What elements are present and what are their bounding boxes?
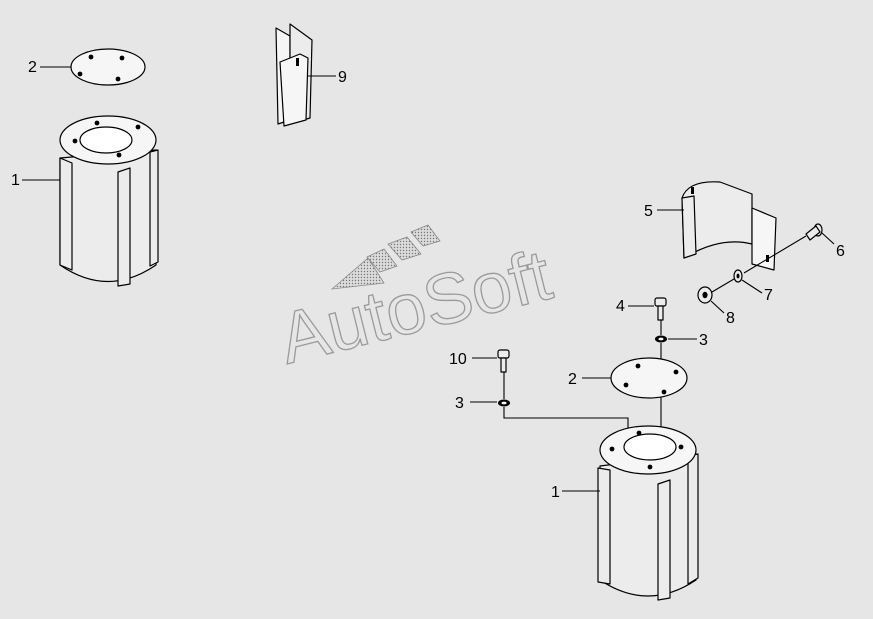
nut-8 xyxy=(697,286,713,304)
cover-plate-top xyxy=(70,48,146,86)
assembly-line-7-8 xyxy=(711,278,735,293)
washer-7 xyxy=(733,269,743,283)
callout-1-bottom: 1 xyxy=(551,484,560,501)
callout-2-middle: 2 xyxy=(568,371,577,388)
screw-6 xyxy=(805,223,823,241)
callout-7: 7 xyxy=(764,287,773,304)
callout-1-top: 1 xyxy=(11,172,20,189)
bolt-10 xyxy=(497,349,510,373)
watermark: AutoSoft xyxy=(271,224,560,380)
callout-2-top: 2 xyxy=(28,59,37,76)
callout-3-left: 3 xyxy=(455,395,464,412)
callout-8: 8 xyxy=(726,310,735,327)
leader-7 xyxy=(741,279,763,294)
callout-3-right: 3 xyxy=(699,332,708,349)
bent-bracket xyxy=(275,23,313,127)
watermark-arrow-icon xyxy=(330,224,441,290)
callout-5: 5 xyxy=(644,203,653,220)
bolt-4 xyxy=(654,297,667,321)
assembly-line-10-cylinder xyxy=(503,372,629,438)
leader-8 xyxy=(710,300,725,314)
leader-6 xyxy=(821,232,835,245)
washer-3-right xyxy=(655,335,667,343)
cylinder-housing-bottom xyxy=(597,425,699,601)
cover-plate-middle xyxy=(610,357,688,399)
cylinder-housing-top xyxy=(59,115,159,287)
guard-bracket xyxy=(681,181,777,271)
callout-9: 9 xyxy=(338,69,347,86)
watermark-text: AutoSoft xyxy=(272,235,559,379)
washer-3-left xyxy=(498,399,510,407)
callout-10: 10 xyxy=(449,351,467,368)
callout-6: 6 xyxy=(836,243,845,260)
callout-4: 4 xyxy=(616,298,625,315)
assembly-line-6-7 xyxy=(743,235,807,274)
